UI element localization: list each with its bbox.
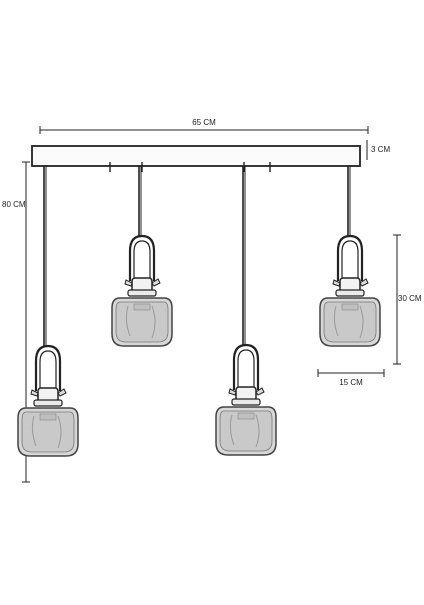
- total-height-label: 80 CM: [2, 200, 26, 209]
- pendant-lamp-1: [16, 344, 80, 458]
- ceiling-canopy: [31, 145, 361, 167]
- lamp-width-label: 15 CM: [339, 378, 363, 387]
- canopy-height-label: 3 CM: [371, 145, 390, 154]
- pendant-lamp-4: [318, 234, 382, 348]
- pendant-lamp-3: [214, 343, 278, 457]
- pendant-lamp-2: [110, 234, 174, 348]
- width-label: 65 CM: [192, 118, 216, 127]
- lamp-height-label: 30 CM: [398, 294, 422, 303]
